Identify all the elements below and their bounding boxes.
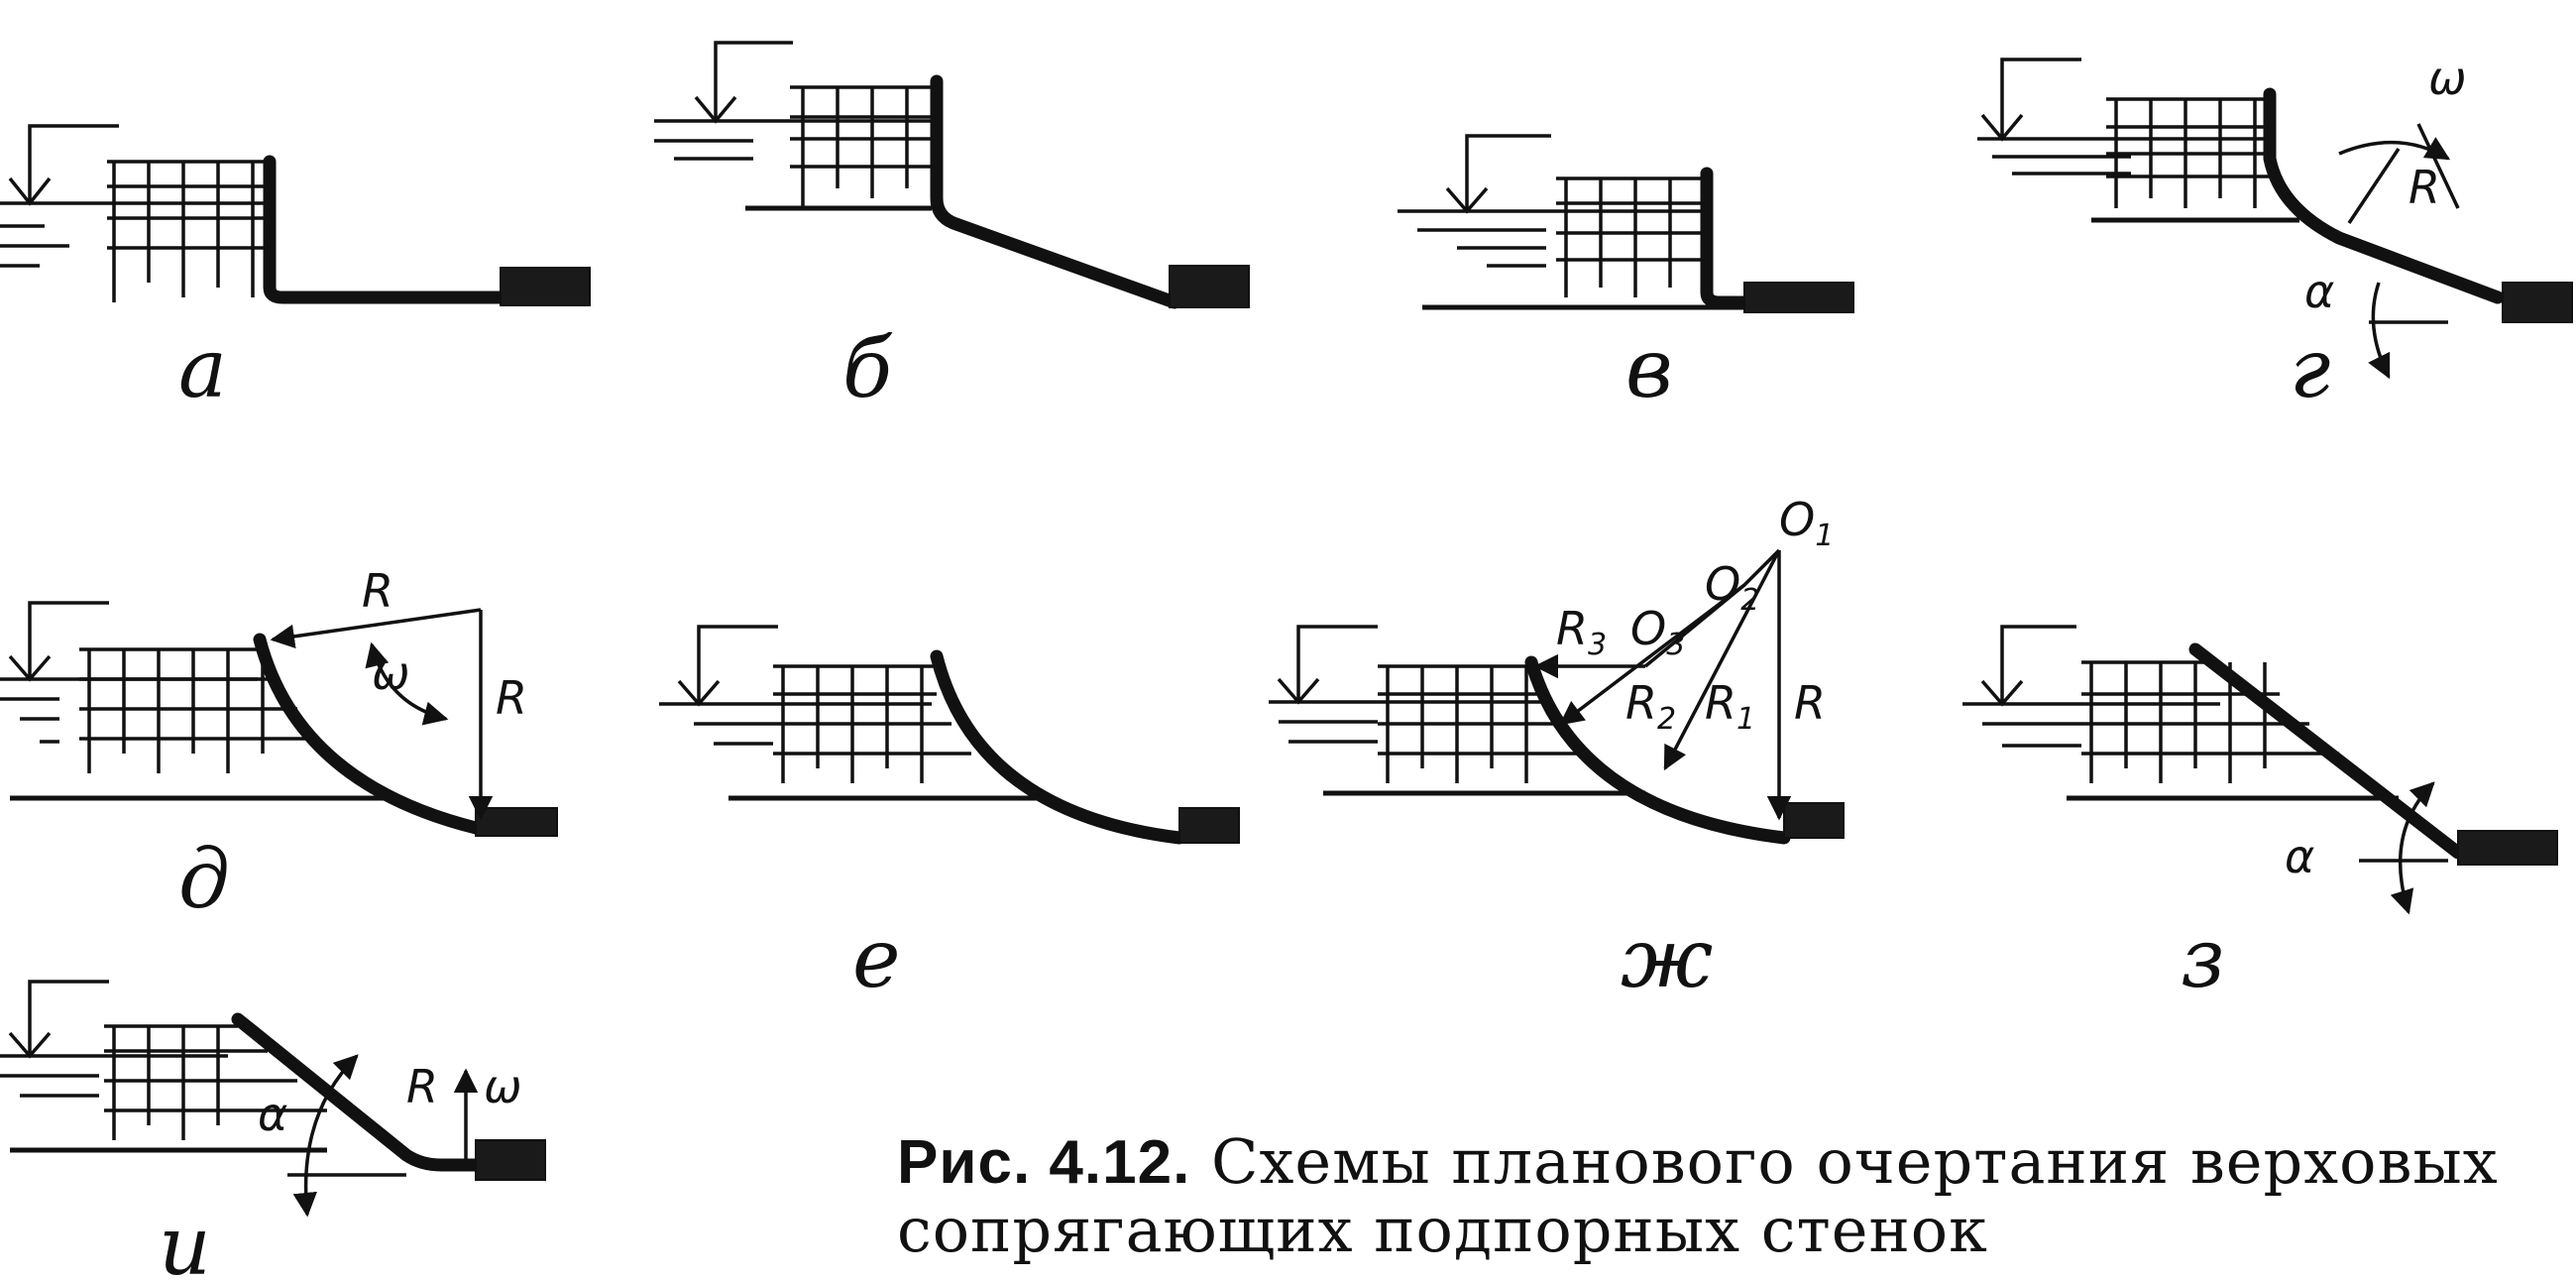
wall-footing xyxy=(475,807,558,837)
panel-z: α з xyxy=(1962,625,2558,1006)
panel-label-d: д xyxy=(178,833,230,927)
wall-footing xyxy=(2457,830,2558,866)
symbol-r: R xyxy=(2408,161,2440,214)
symbol-omega: ω xyxy=(484,1060,522,1113)
panel-a: а xyxy=(0,124,591,416)
water-lines xyxy=(0,201,268,268)
ice-grid xyxy=(107,160,270,302)
angle-arc xyxy=(292,1054,359,1218)
symbol-r: R xyxy=(406,1060,438,1113)
caption-text: Схемы планового очертания верховых сопря… xyxy=(897,1125,2499,1266)
panel-b: б xyxy=(654,41,1250,416)
wall-outline xyxy=(253,633,483,835)
panel-zh: O1 O2 R3 O3 R2 R1 R ж xyxy=(1269,493,1845,1006)
symbol-o3: O3 xyxy=(1630,602,1685,662)
angle-arc xyxy=(2390,781,2435,915)
panel-label-zh: ж xyxy=(1621,912,1713,1006)
caption-number: Рис. 4.12. xyxy=(897,1128,1191,1197)
panel-label-z: з xyxy=(2181,912,2225,1006)
panel-label-i: и xyxy=(159,1200,211,1281)
ice-grid xyxy=(1556,176,1710,297)
water-level-marker xyxy=(694,41,793,124)
wall-outline xyxy=(263,155,507,304)
water-level-marker xyxy=(1277,625,1378,705)
figure-caption: Рис. 4.12. Схемы планового очертания вер… xyxy=(897,1128,2562,1264)
symbol-r-top: R xyxy=(362,564,393,618)
radius-horizontal xyxy=(270,608,482,649)
center-links xyxy=(1643,548,1781,668)
symbol-r-right: R xyxy=(496,671,527,725)
ice-grid xyxy=(1378,664,1586,783)
wall-outline xyxy=(231,1012,483,1172)
symbol-o1: O1 xyxy=(1779,493,1834,553)
wall-outline xyxy=(1700,167,1751,309)
radius-r1 xyxy=(1663,549,1781,771)
panel-g: ω R α г xyxy=(1977,52,2573,416)
water-level-marker xyxy=(8,601,109,682)
water-lines xyxy=(654,119,932,161)
ice-grid xyxy=(79,647,317,773)
angle-arc xyxy=(365,641,449,726)
radius-lines xyxy=(2338,123,2458,224)
water-level-marker xyxy=(8,124,119,206)
panel-e: е xyxy=(659,625,1240,1006)
panel-label-g: г xyxy=(2290,322,2330,416)
water-level-marker xyxy=(677,625,778,707)
panel-d: R ω R д xyxy=(0,564,558,927)
water-level-marker xyxy=(1980,58,2081,142)
panel-label-a: а xyxy=(178,322,227,416)
wall-footing xyxy=(2502,282,2573,323)
wall-footing xyxy=(1743,282,1854,313)
water-level-marker xyxy=(8,980,109,1059)
wall-outline xyxy=(930,649,1186,845)
symbol-r1: R1 xyxy=(1705,676,1755,737)
wall-outline xyxy=(2188,642,2465,860)
ice-grid xyxy=(2106,97,2270,208)
ice-grid xyxy=(2081,660,2339,783)
water-lines xyxy=(1269,700,1546,744)
wall-outline xyxy=(1524,655,1791,845)
panel-v: в xyxy=(1398,134,1854,416)
panel-label-e: е xyxy=(852,912,901,1006)
wall-footing xyxy=(1178,807,1240,844)
water-level-marker xyxy=(1445,134,1551,214)
ice-grid xyxy=(790,85,937,208)
symbol-alpha: α xyxy=(258,1088,287,1141)
wall-outline xyxy=(930,74,1181,309)
symbol-r3: R3 xyxy=(1556,602,1607,662)
wall-footing xyxy=(1169,265,1250,308)
wall-footing xyxy=(475,1139,546,1181)
water-level-marker xyxy=(1980,625,2076,707)
ice-grid xyxy=(104,1024,327,1140)
panel-label-v: в xyxy=(1625,322,1673,416)
symbol-omega: ω xyxy=(372,646,410,700)
water-lines xyxy=(1398,209,1705,268)
ice-grid xyxy=(773,664,971,783)
angle-arc xyxy=(2368,282,2391,380)
panel-label-b: б xyxy=(842,322,893,416)
symbol-r: R xyxy=(1794,676,1826,730)
symbol-alpha: α xyxy=(2304,265,2334,318)
symbol-o2: O2 xyxy=(1705,557,1759,618)
panel-i: α R ω и xyxy=(0,980,546,1281)
wall-outline xyxy=(2263,87,2505,304)
symbol-omega: ω xyxy=(2428,52,2467,105)
wall-footing xyxy=(500,267,591,306)
water-lines xyxy=(1977,137,2270,175)
wall-footing xyxy=(1783,802,1845,839)
symbol-alpha: α xyxy=(2285,830,2314,883)
symbol-r2: R2 xyxy=(1625,676,1676,737)
